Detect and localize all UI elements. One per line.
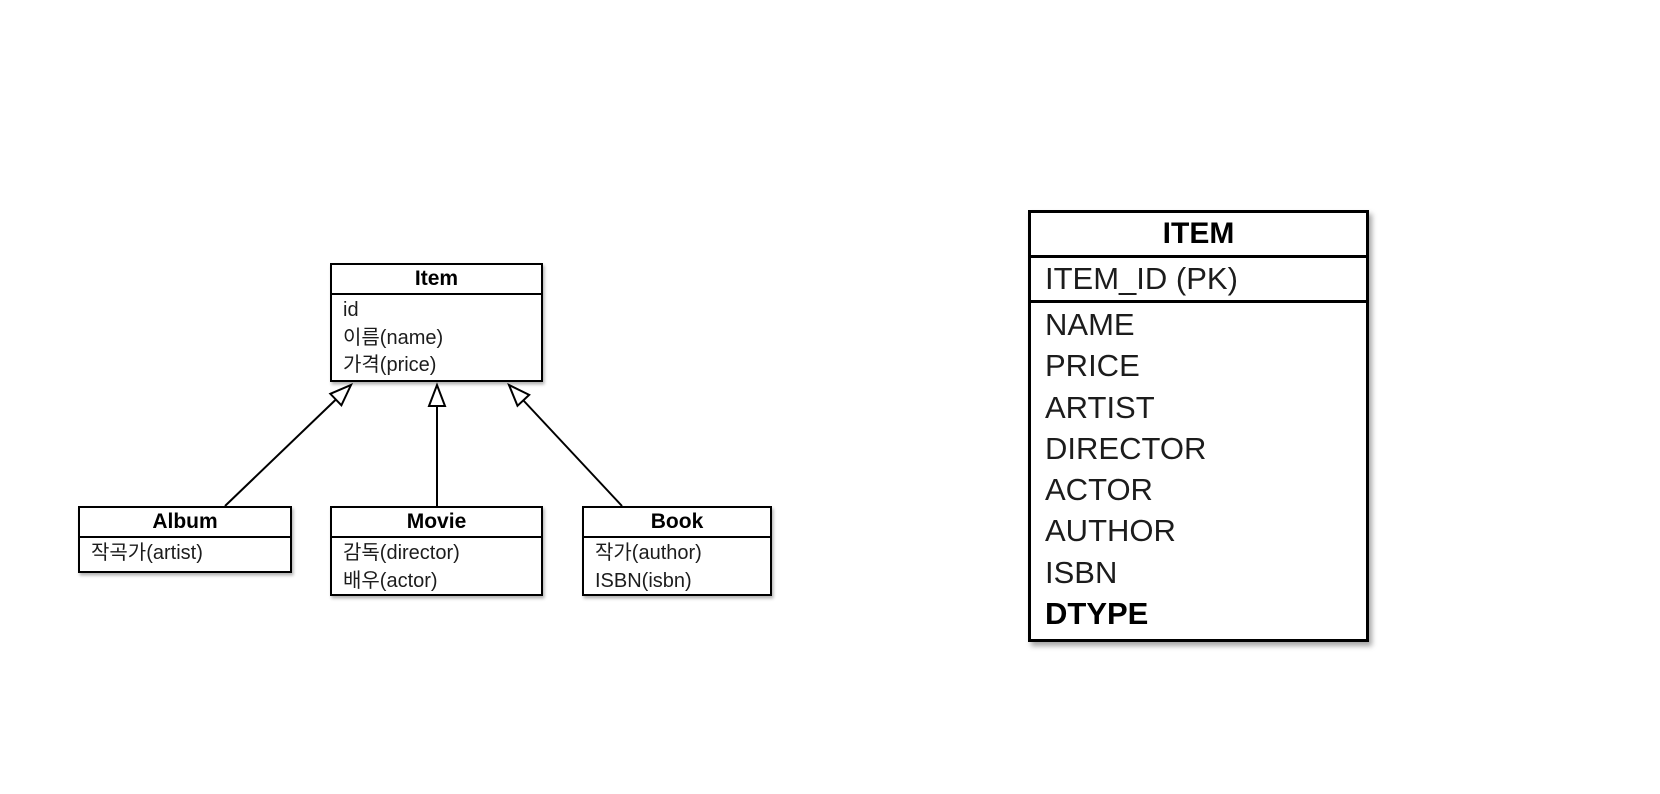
db-table-name: ITEM xyxy=(1031,213,1366,258)
db-table-column-isbn: ISBN xyxy=(1045,554,1118,590)
uml-class-album-name: Album xyxy=(80,508,290,538)
uml-field-isbn: ISBN(isbn) xyxy=(595,569,692,592)
inheritance-arrow-book-to-item xyxy=(507,382,623,507)
uml-field-id: id xyxy=(343,299,359,321)
uml-field-actor: 배우(actor) xyxy=(343,569,438,592)
uml-class-book: Book 작가(author) ISBN(isbn) xyxy=(582,506,772,596)
inheritance-arrow-album-to-item xyxy=(224,383,354,507)
uml-field-artist: 작곡가(artist) xyxy=(91,542,203,564)
uml-class-item: Item id 이름(name) 가격(price) xyxy=(330,263,543,382)
uml-class-album: Album 작곡가(artist) xyxy=(78,506,292,573)
db-table-item: ITEM ITEM_ID (PK) NAME PRICE ARTIST DIRE… xyxy=(1028,210,1369,642)
db-table-column-director: DIRECTOR xyxy=(1045,430,1207,466)
uml-field-director: 감독(director) xyxy=(343,542,460,564)
uml-class-book-name: Book xyxy=(584,508,770,538)
uml-class-item-name: Item xyxy=(332,265,541,295)
db-table-column-artist: ARTIST xyxy=(1045,389,1155,425)
uml-field-name: 이름(name) xyxy=(343,326,444,349)
db-table-column-dtype: DTYPE xyxy=(1045,596,1149,632)
db-table-column-name: NAME xyxy=(1045,307,1135,342)
uml-field-price: 가격(price) xyxy=(343,354,437,376)
db-table-column-actor: ACTOR xyxy=(1045,472,1153,508)
db-table-columns: NAME PRICE ARTIST DIRECTOR ACTOR AUTHOR … xyxy=(1031,303,1366,634)
db-table-column-author: AUTHOR xyxy=(1045,513,1176,549)
db-table-column-price: PRICE xyxy=(1045,348,1140,384)
uml-class-item-fields: id 이름(name) 가격(price) xyxy=(332,295,541,380)
uml-class-movie: Movie 감독(director) 배우(actor) xyxy=(330,506,543,596)
uml-class-book-fields: 작가(author) ISBN(isbn) xyxy=(584,538,770,595)
uml-field-author: 작가(author) xyxy=(595,542,702,564)
uml-class-album-fields: 작곡가(artist) xyxy=(80,538,290,568)
uml-class-movie-fields: 감독(director) 배우(actor) xyxy=(332,538,541,595)
uml-class-movie-name: Movie xyxy=(332,508,541,538)
db-table-pk-column: ITEM_ID (PK) xyxy=(1031,258,1366,303)
